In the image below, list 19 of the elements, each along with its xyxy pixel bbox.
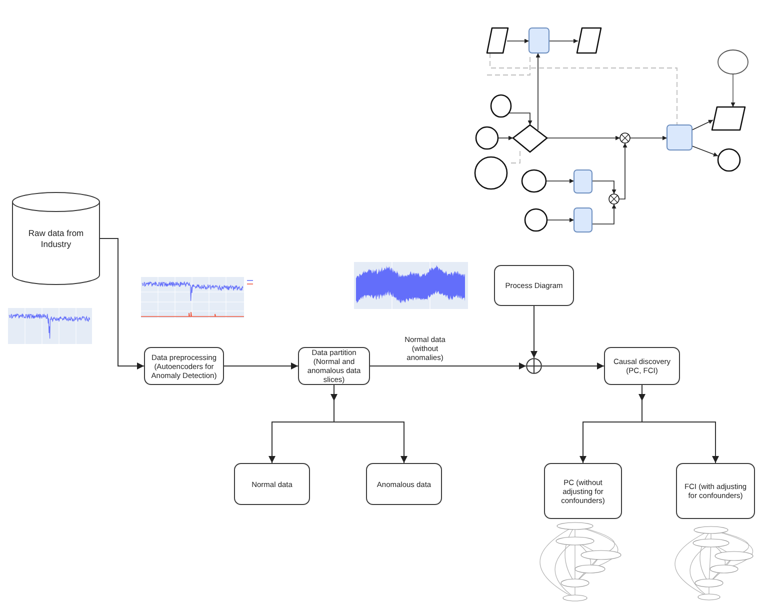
arrow bbox=[542, 362, 604, 370]
process-box bbox=[544, 463, 622, 519]
process-box bbox=[366, 463, 442, 505]
summing-junction-icon bbox=[526, 358, 542, 374]
process-box bbox=[604, 347, 680, 385]
node-label: Raw data from Industry bbox=[27, 228, 85, 249]
arrow bbox=[642, 400, 719, 464]
process-box bbox=[676, 463, 755, 519]
arrow bbox=[330, 384, 338, 402]
arrow bbox=[224, 362, 298, 370]
process-box bbox=[298, 347, 370, 385]
arrow bbox=[334, 400, 408, 464]
arrow bbox=[370, 362, 526, 370]
arrow bbox=[638, 384, 646, 402]
arrow bbox=[530, 306, 538, 358]
arrow bbox=[100, 238, 144, 370]
process-box bbox=[144, 347, 224, 385]
process-box bbox=[234, 463, 310, 505]
process-box bbox=[494, 265, 574, 306]
